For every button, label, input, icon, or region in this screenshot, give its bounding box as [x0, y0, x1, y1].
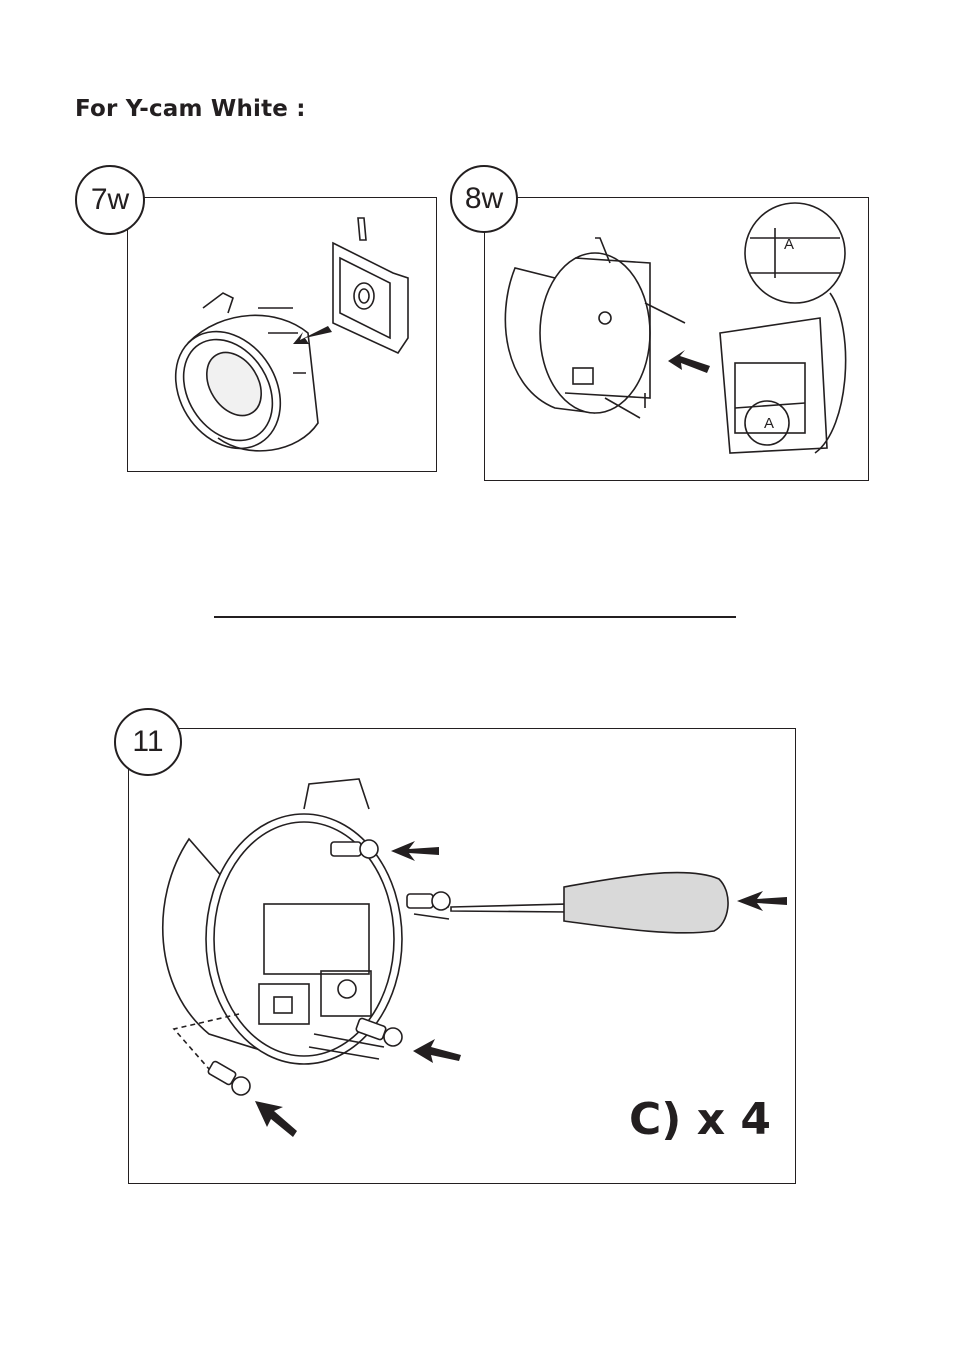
step-8w-panel: A A	[484, 197, 869, 481]
screwdriver	[451, 873, 728, 933]
step-7w-panel	[127, 197, 437, 472]
step-7w-badge: 7w	[75, 165, 145, 235]
board-install-illustration: A A	[485, 198, 868, 480]
step-8w-badge: 8w	[450, 165, 518, 233]
step-11-badge: 11	[114, 708, 182, 776]
detail-label-a-top: A	[784, 236, 794, 253]
detail-label-a-bottom: A	[764, 415, 774, 432]
camera-lens-insert-illustration	[128, 198, 436, 471]
page-heading: For Y-cam White :	[75, 96, 306, 122]
quantity-label: C) x 4	[629, 1094, 771, 1145]
step-11-panel: C) x 4	[128, 728, 796, 1184]
section-divider	[214, 616, 736, 618]
